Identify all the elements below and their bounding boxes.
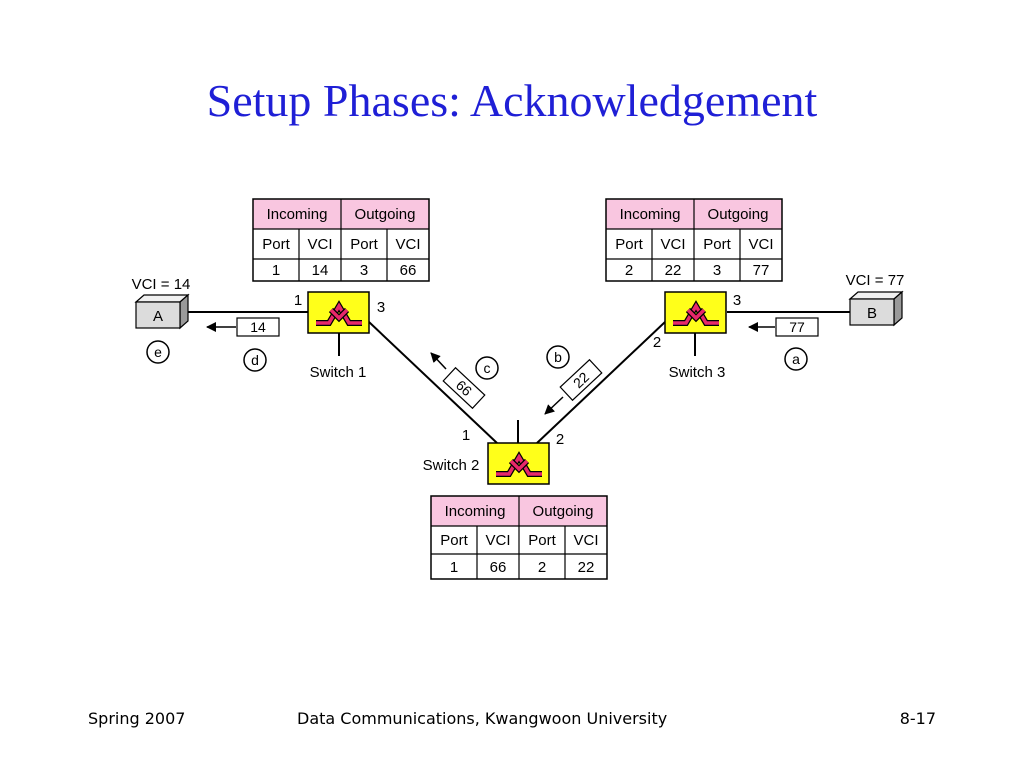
switch-3-port-left: 2	[653, 334, 661, 351]
switch-1-header-in-port: Port	[262, 236, 290, 253]
switch-3-port-right: 3	[733, 292, 741, 309]
switch-2-header-in-vci: VCI	[485, 532, 510, 549]
host-b: B	[848, 290, 904, 327]
switch-2-out-vci: 22	[578, 559, 595, 576]
switch-3-label: Switch 3	[669, 364, 726, 381]
switch-1-in-port: 1	[272, 262, 280, 279]
switch-2-header-incoming: Incoming	[445, 503, 506, 520]
frame-a: 77	[775, 317, 819, 337]
switch-3-header-incoming: Incoming	[620, 206, 681, 223]
switch-1-out-vci: 66	[400, 262, 417, 279]
frame-b: 22	[559, 358, 603, 402]
footer-date: Spring 2007	[88, 709, 186, 728]
switch-1-in-vci: 14	[312, 262, 329, 279]
switch-3-header-in-vci: VCI	[660, 236, 685, 253]
step-b-letter: b	[554, 349, 562, 365]
footer-course: Data Communications, Kwangwoon Universit…	[297, 709, 668, 728]
switch-2-port-left: 1	[462, 427, 470, 444]
switch-2-header-out-vci: VCI	[573, 532, 598, 549]
step-a-letter: a	[792, 351, 800, 367]
switch-2-table: Incoming Outgoing Port VCI Port VCI 1 66…	[430, 495, 608, 580]
switch-3-header-in-port: Port	[615, 236, 643, 253]
step-c-letter: c	[484, 360, 491, 376]
host-a-vci-label: VCI = 14	[132, 276, 191, 293]
step-a: a	[784, 347, 808, 371]
host-a-label: A	[153, 308, 163, 325]
link-switch2-switch3	[536, 321, 666, 444]
switch-1-header-out-port: Port	[350, 236, 378, 253]
step-e-letter: e	[154, 344, 162, 360]
switch-3-table: Incoming Outgoing Port VCI Port VCI 2 22…	[605, 198, 783, 282]
frame-d: 14	[236, 317, 280, 337]
footer-page-number: 8-17	[899, 709, 936, 728]
switch-3	[664, 291, 727, 334]
switch-1-out-port: 3	[360, 262, 368, 279]
link-switch1-switch2	[368, 321, 498, 444]
frame-c: 66	[442, 366, 486, 410]
switch-1-header-incoming: Incoming	[267, 206, 328, 223]
switch-3-out-vci: 77	[753, 262, 770, 279]
switch-3-header-outgoing: Outgoing	[708, 206, 769, 223]
step-c: c	[475, 356, 499, 380]
switch-1-port-left: 1	[294, 292, 302, 309]
host-a: A	[134, 293, 190, 330]
switch-2	[487, 442, 550, 485]
switch-1	[307, 291, 370, 334]
switch-2-port-right: 2	[556, 431, 564, 448]
switch-2-in-port: 1	[450, 559, 458, 576]
frame-a-vci: 77	[789, 319, 805, 335]
switch-1-header-outgoing: Outgoing	[355, 206, 416, 223]
host-b-label: B	[867, 305, 877, 322]
step-d: d	[243, 348, 267, 372]
links	[180, 311, 850, 444]
switch-1-header-in-vci: VCI	[307, 236, 332, 253]
switch-2-header-outgoing: Outgoing	[533, 503, 594, 520]
switch-3-header-out-vci: VCI	[748, 236, 773, 253]
switch-1-table: Incoming Outgoing Port VCI Port VCI 1 14…	[252, 198, 430, 282]
switch-2-out-port: 2	[538, 559, 546, 576]
switch-2-header-out-port: Port	[528, 532, 556, 549]
step-e: e	[146, 340, 170, 364]
switch-1-port-right: 3	[377, 299, 385, 316]
switch-1-header-out-vci: VCI	[395, 236, 420, 253]
frame-d-vci: 14	[250, 319, 266, 335]
switch-1-label: Switch 1	[310, 364, 367, 381]
switch-3-in-port: 2	[625, 262, 633, 279]
arrow-c	[430, 352, 447, 370]
switch-2-header-in-port: Port	[440, 532, 468, 549]
step-b: b	[546, 345, 570, 369]
step-d-letter: d	[251, 352, 259, 368]
host-b-vci-label: VCI = 77	[846, 272, 905, 289]
arrow-b	[544, 396, 564, 415]
switch-3-out-port: 3	[713, 262, 721, 279]
slide-title: Setup Phases: Acknowledgement	[206, 75, 818, 126]
switch-2-label: Switch 2	[423, 457, 480, 474]
switch-2-in-vci: 66	[490, 559, 507, 576]
switch-3-header-out-port: Port	[703, 236, 731, 253]
switch-3-in-vci: 22	[665, 262, 682, 279]
